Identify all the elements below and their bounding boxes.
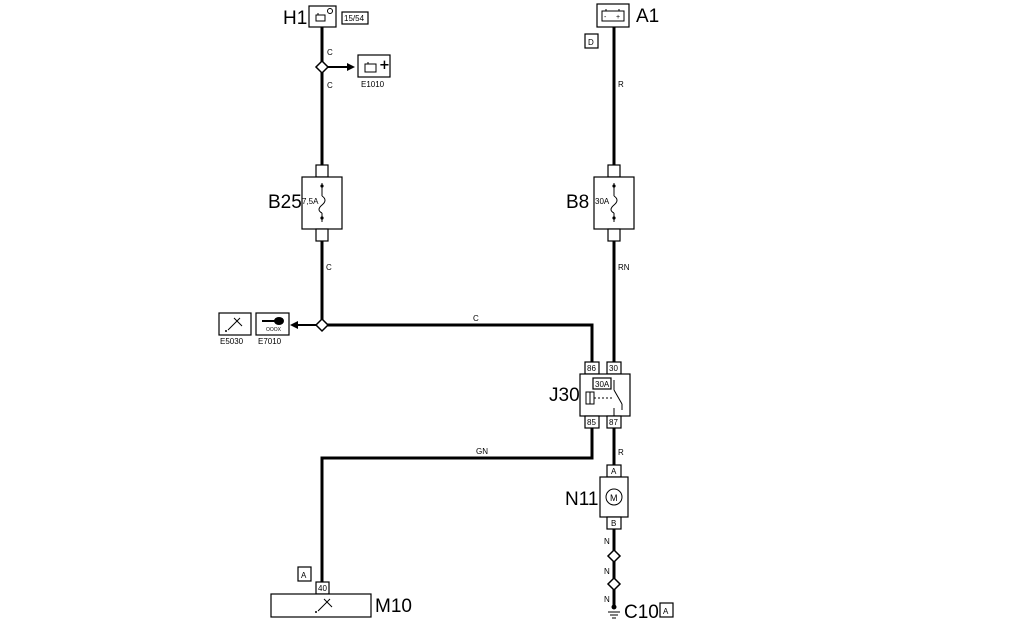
h1-terminal: 15/54 <box>344 14 365 23</box>
c10-ref-box: A <box>663 607 669 616</box>
wire-label-n-3: N <box>604 595 610 604</box>
e7010-component: ΟΟΟΧ E7010 <box>255 312 290 346</box>
e5030-label: E5030 <box>220 337 244 346</box>
e5030-component: E5030 <box>218 312 252 346</box>
svg-text:+: + <box>616 14 620 21</box>
h1-label: H1 <box>283 8 307 29</box>
c10-label: C10 <box>624 602 659 623</box>
h1-component: H1 15/54 <box>283 5 369 29</box>
wire-label-n-1: N <box>604 537 610 546</box>
b25-rating: 7,5A <box>302 197 319 206</box>
m10-ref-box: A <box>301 571 307 580</box>
wire-label-n-2: N <box>604 567 610 576</box>
m10-pin: 40 <box>318 584 327 593</box>
lamp-icon <box>317 598 331 612</box>
c10-ground: C10 A <box>608 602 674 623</box>
wire-label-r-2: R <box>618 448 624 457</box>
wire-j30-85-m10 <box>320 426 594 584</box>
wire-label-c-1: C <box>327 48 333 57</box>
m10-component: A 40 M10 <box>270 566 412 618</box>
wire-label-r-1: R <box>618 80 624 89</box>
j30-label: J30 <box>549 385 580 406</box>
b8-fuse: B8 30A <box>566 164 635 242</box>
connector-2 <box>606 576 622 592</box>
e1010-label: E1010 <box>361 80 385 89</box>
j30-pin-85: 85 <box>587 418 596 427</box>
j30-pin-86: 86 <box>587 364 596 373</box>
e1010-component: + E1010 <box>357 54 391 89</box>
svg-text:ΟΟΟΧ: ΟΟΟΧ <box>266 327 282 333</box>
b25-fuse: B25 7,5A <box>268 164 343 242</box>
n11-label: N11 <box>565 489 598 510</box>
j30-pin-87: 87 <box>609 418 618 427</box>
n11-motor: A M B N11 <box>565 464 629 530</box>
wire-junction-j30-86 <box>320 323 594 364</box>
wire-label-rn: RN <box>618 263 630 272</box>
j30-rating: 30A <box>595 380 610 389</box>
wire-label-c-4: C <box>473 314 479 323</box>
n11-pin-b: B <box>611 519 616 528</box>
wire-label-c-2: C <box>327 81 333 90</box>
j30-pin-30: 30 <box>609 364 618 373</box>
battery-plus-icon: + <box>379 58 390 73</box>
junction-e5030-e7010 <box>290 317 330 333</box>
m10-label: M10 <box>375 596 412 617</box>
e7010-label: E7010 <box>258 337 282 346</box>
junction-e1010 <box>314 59 355 75</box>
wire-label-c-3: C <box>326 263 332 272</box>
wire-label-gn: GN <box>476 447 488 456</box>
connector-1 <box>606 548 622 564</box>
b25-label: B25 <box>268 192 302 213</box>
b8-label: B8 <box>566 192 589 213</box>
j30-relay: 86 30 30A 85 87 J30 <box>549 361 631 429</box>
a1-ref-box: D <box>588 38 594 47</box>
n11-pin-a: A <box>611 467 617 476</box>
a1-label: A1 <box>636 6 659 27</box>
b8-rating: 30A <box>595 197 610 206</box>
motor-icon: M <box>610 493 618 503</box>
battery-icon: - <box>604 14 607 21</box>
a1-component: - + A1 D <box>584 3 659 49</box>
